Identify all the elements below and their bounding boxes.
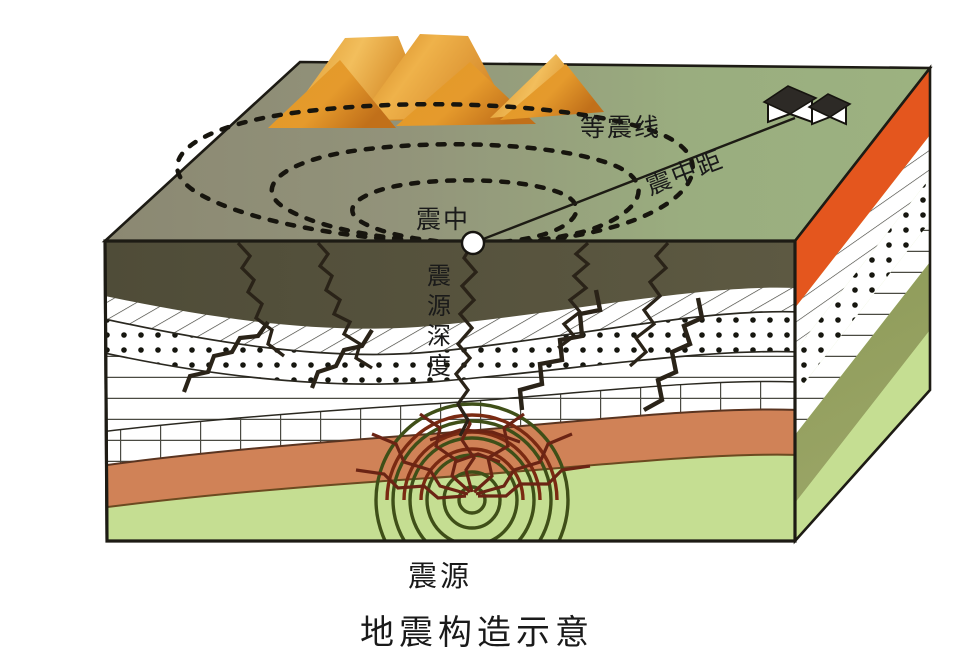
wave-ring-4 — [408, 436, 536, 541]
isoseismal-ring-1 — [350, 178, 579, 246]
right-band-dots — [795, 178, 930, 395]
fault-step-right — [642, 297, 705, 412]
fracture-arc-3 — [419, 447, 525, 501]
boundary-topsoil-hatch — [105, 310, 795, 356]
label-isoseismal: 等震线 — [580, 113, 661, 142]
wave-ring-5 — [391, 419, 553, 541]
top-surface-polygon — [101, 60, 933, 243]
fault-left — [236, 241, 285, 358]
front-face-layers — [105, 241, 795, 541]
fracture-arc-5 — [385, 413, 559, 501]
right-band-hatch — [795, 135, 930, 351]
label-epicenter: 震中 — [416, 205, 470, 234]
fracture-cross-1 — [454, 452, 501, 464]
wave-ring-6 — [374, 402, 570, 541]
fault-step-major — [517, 289, 603, 411]
epicentral-distance-line — [472, 116, 796, 245]
fracture-cross-2 — [429, 428, 521, 444]
fault-lines — [182, 241, 705, 437]
ground-surface-top — [101, 60, 933, 243]
isoseismal-lines — [175, 101, 695, 246]
block-left-edge — [103, 240, 109, 542]
seismic-wave-rings — [374, 402, 570, 541]
fault-step-left2 — [310, 328, 374, 389]
fracture-up-right2 — [475, 432, 573, 496]
label-focal-depth: 震 源 深 度 — [427, 262, 451, 380]
right-band-grid — [795, 222, 930, 435]
right-side-face — [793, 64, 932, 545]
fracture-up-right1 — [472, 412, 525, 494]
focal-depth-char-3: 深 — [427, 322, 451, 350]
fracture-up-left2 — [371, 432, 469, 496]
fault-step-left — [182, 320, 270, 393]
front-cross-section — [103, 239, 797, 543]
fracture-up-left3 — [355, 468, 467, 500]
focal-depth-char-4: 度 — [427, 352, 451, 380]
houses-group — [762, 85, 852, 126]
boundary-dots-lines — [105, 380, 795, 433]
layer-topsoil — [105, 241, 795, 329]
right-face-bands — [795, 68, 930, 541]
house-1-roof — [762, 85, 818, 115]
fault-right — [628, 241, 670, 368]
right-band-olive — [795, 262, 930, 503]
fracture-up-right3 — [478, 464, 591, 498]
figure-title: 地震构造示意 — [360, 613, 594, 653]
epicenter-marker[interactable] — [460, 230, 486, 256]
fault-central — [453, 242, 479, 437]
focal-depth-char-2: 源 — [427, 292, 451, 320]
wave-ring-2 — [442, 470, 502, 530]
fracture-up-left1 — [419, 412, 472, 494]
right-band-orange — [795, 68, 930, 308]
fault-right-mid — [557, 241, 591, 350]
radial-fractures — [355, 403, 591, 500]
mountain-range — [268, 34, 604, 128]
boundary-terracotta-green — [105, 453, 795, 509]
focal-depth-char-1: 震 — [427, 262, 451, 290]
label-hypocenter: 震源 — [408, 559, 472, 593]
boundary-hatch-dots — [105, 350, 795, 385]
house-2-roof — [807, 93, 852, 118]
